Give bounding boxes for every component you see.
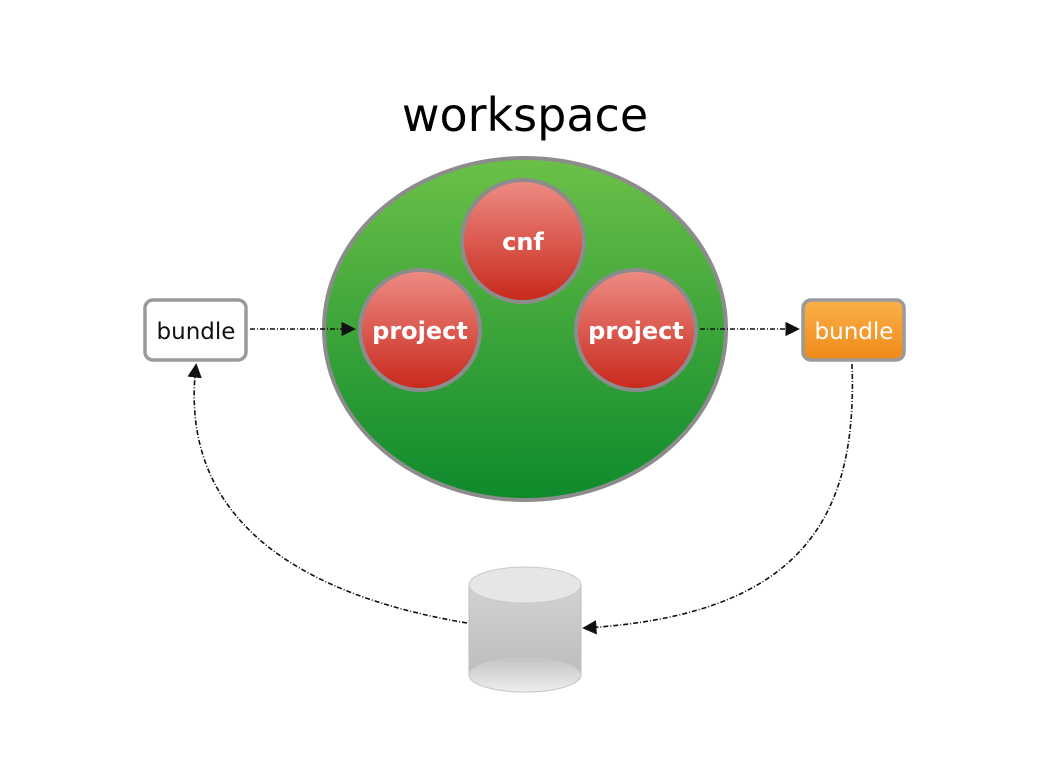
cnf-node-label: cnf xyxy=(502,228,544,256)
bundle-input-label: bundle xyxy=(157,319,236,345)
bundle-output-label: bundle xyxy=(815,319,894,345)
project-node-left-label: project xyxy=(372,317,468,345)
edge-bundle-to-repository xyxy=(582,363,854,635)
diagram-title: workspace xyxy=(402,88,648,142)
bundle-input-node: bundle xyxy=(143,298,248,362)
repository-cylinder-icon xyxy=(468,566,582,693)
project-node-right-label: project xyxy=(588,317,684,345)
project-node-right: project xyxy=(574,268,698,392)
bundle-output-node: bundle xyxy=(801,298,906,362)
project-node-left: project xyxy=(358,268,482,392)
cnf-node: cnf xyxy=(460,178,586,304)
